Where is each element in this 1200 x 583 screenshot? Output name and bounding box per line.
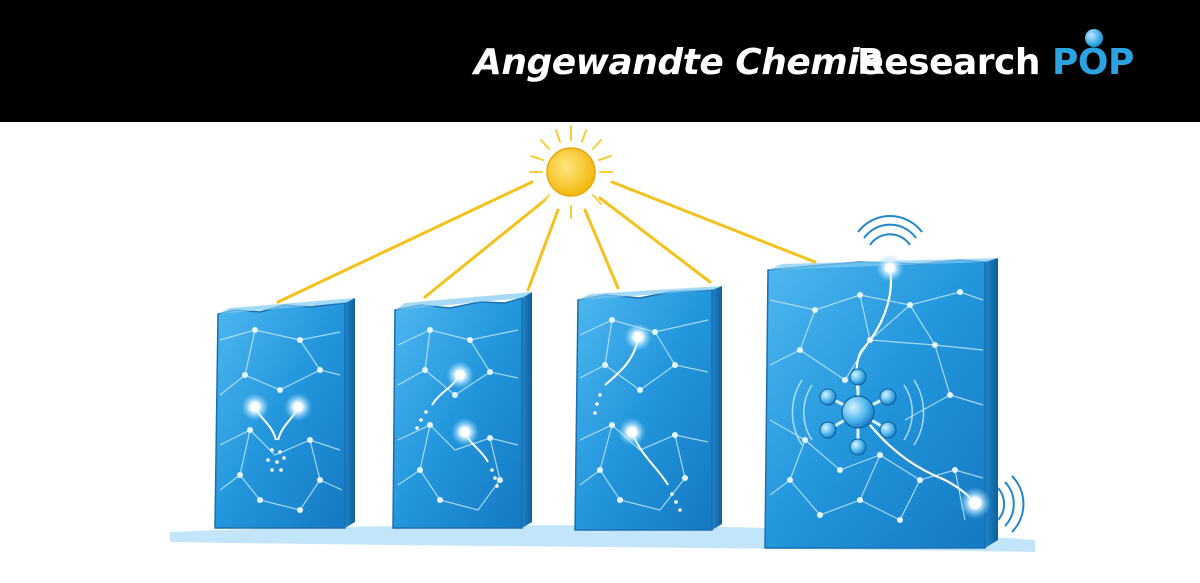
light-ray <box>526 208 560 292</box>
light-ray <box>598 196 712 284</box>
light-ray <box>276 180 534 304</box>
molecule-icon <box>791 368 925 456</box>
crystal-panel <box>392 292 532 529</box>
light-ray <box>610 180 817 264</box>
brand-suffix: POP <box>1052 42 1134 83</box>
crystal-panel <box>574 286 722 531</box>
crystal-panel <box>764 254 998 549</box>
signal-wave-icon <box>857 215 923 246</box>
journal-title: Angewandte Chemie <box>474 42 884 83</box>
sun-icon <box>529 125 613 219</box>
brand-logo: Research POP <box>857 42 1134 83</box>
signal-wave-icon <box>997 475 1025 533</box>
header-bar: Angewandte Chemie Research POP <box>0 0 1200 122</box>
light-rays <box>276 180 817 304</box>
light-ray <box>583 208 620 290</box>
illustration <box>170 125 1035 552</box>
brand-prefix: Research <box>857 42 1041 83</box>
crystal-panel <box>214 298 355 529</box>
light-ray <box>423 198 547 299</box>
brand-dot-icon <box>1085 29 1103 47</box>
